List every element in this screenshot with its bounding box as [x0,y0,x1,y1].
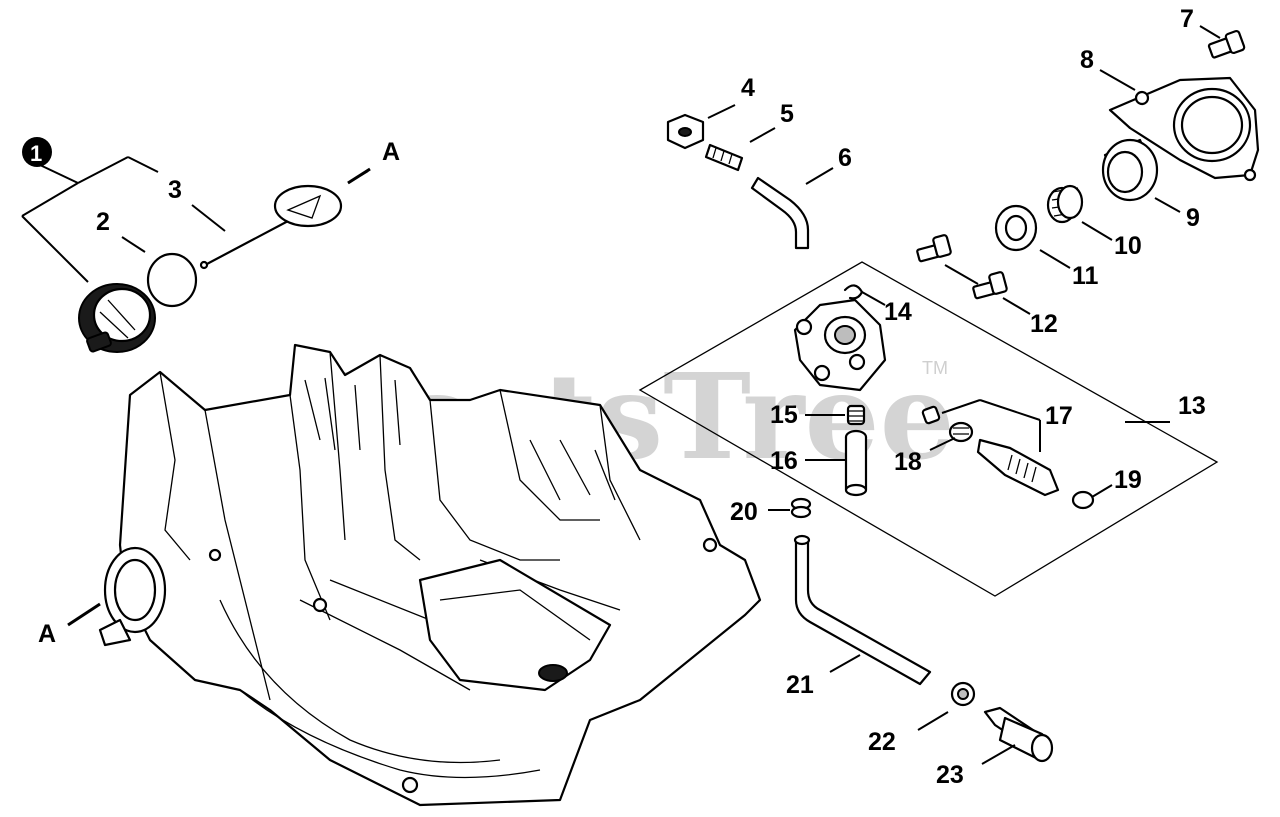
callout-17: 17 [1045,402,1073,430]
callout-8: 8 [1080,46,1094,74]
crankcase-housing[interactable] [98,343,762,807]
plunger-16[interactable] [844,429,868,497]
clip-14[interactable] [843,284,864,300]
callout-15: 15 [770,401,798,429]
oil-strainer-23[interactable] [983,706,1054,763]
leader-lines [21,25,1221,765]
spring-10[interactable] [1046,184,1084,224]
o-ring [146,252,198,308]
callout-14: 14 [884,298,912,326]
oil-pump-body[interactable] [793,298,887,392]
callout-3: 3 [168,176,182,204]
hose-connector[interactable] [704,143,744,172]
nut[interactable] [666,113,705,150]
oil-pump-assembly-frame [638,261,1219,597]
screw-12a[interactable] [916,234,952,263]
callout-18: 18 [894,448,922,476]
oil-cap-assembly[interactable] [78,184,343,353]
reference-a-left: A [38,620,56,648]
screw-12b[interactable] [972,271,1008,300]
callout-1-badge [22,137,52,167]
callout-20: 20 [730,498,758,526]
callout-22: 22 [868,728,896,756]
oil-hose-long[interactable] [793,534,932,686]
callout-10: 10 [1114,232,1142,260]
callout-9: 9 [1186,204,1200,232]
grommet-22[interactable] [950,681,976,707]
callout-23: 23 [936,761,964,789]
callout-6: 6 [838,144,852,172]
callout-5: 5 [780,100,794,128]
pump-cover-plate[interactable] [1108,76,1260,182]
callout-labels: 1 2 3 4 5 6 7 8 9 10 11 12 13 14 15 16 1… [30,5,1206,789]
ring-20[interactable] [790,497,812,519]
callout-21: 21 [786,671,814,699]
reference-a-top: A [382,138,400,166]
callout-11: 11 [1072,262,1099,290]
spring-15[interactable] [846,404,866,426]
worm-gear[interactable] [1101,138,1159,202]
callout-1: 1 [30,141,42,166]
callout-4: 4 [741,74,755,102]
washer-11[interactable] [994,204,1038,252]
pump-shaft-17[interactable] [976,438,1060,497]
callout-2: 2 [96,208,110,236]
watermark-trademark: TM [922,358,948,378]
callout-12: 12 [1030,310,1058,338]
callout-19: 19 [1114,466,1142,494]
callout-13: 13 [1178,392,1206,420]
oil-hose-short[interactable] [750,176,810,250]
cap-19[interactable] [1071,490,1095,510]
callout-7: 7 [1180,5,1194,33]
spring-18[interactable] [948,421,974,443]
bolt-7[interactable] [1207,29,1246,59]
pin-17a[interactable] [921,405,941,425]
callout-16: 16 [770,447,798,475]
